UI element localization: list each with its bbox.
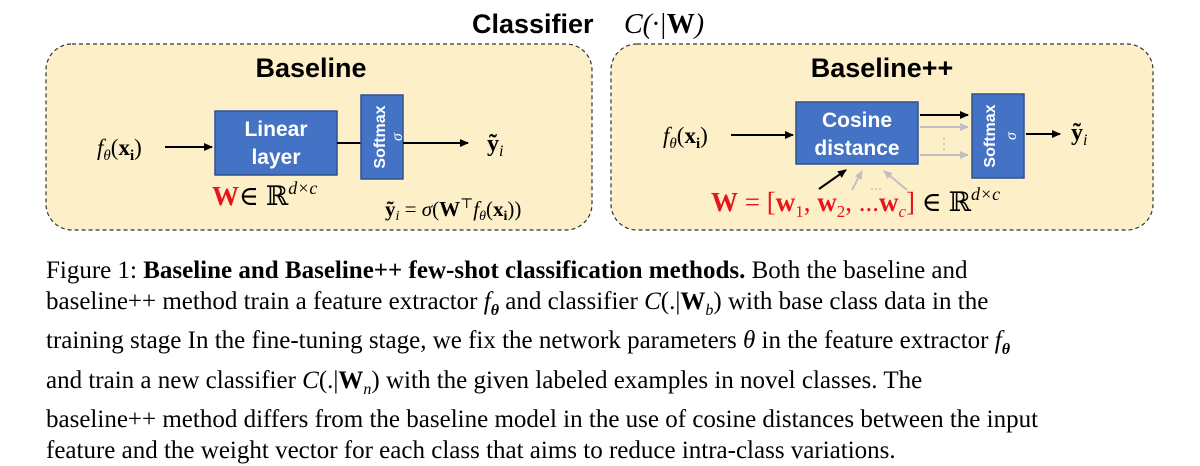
diagram-title-math: C(·|W) (624, 9, 704, 40)
baseline-output-label: ỹi (487, 131, 503, 160)
cosine-distance-label-2: distance (814, 137, 899, 160)
caption-line-5: baseline++ method differs from the basel… (46, 406, 1039, 433)
caption-line-2: baseline++ method train a feature extrac… (46, 287, 989, 319)
baseline-equation: ỹi = σ(W⊤fθ(xi)) (385, 197, 521, 224)
caption-line-3: training stage In the fine-tuning stage,… (46, 327, 1010, 358)
caption-bold-title: Baseline and Baseline++ few-shot classif… (143, 257, 746, 284)
linear-layer-block (214, 110, 338, 176)
baselinepp-softmax-label: Softmax (982, 104, 999, 167)
figure-diagram: Classifier C(·|W) Baseline fθ(xi) Linear… (45, 9, 1154, 231)
baselinepp-weight-label: W = [w1, w2, ...wc] ∈ ℝd×c (711, 184, 1000, 221)
diagram-title: Classifier (472, 9, 594, 39)
baseline-softmax-label: Softmax (372, 105, 389, 168)
weight-arrow-dots: ... (870, 177, 882, 194)
caption-line-4: and train a new classifier C(.|Wn) with … (46, 366, 923, 398)
caption-line-6: feature and the weight vector for each c… (46, 436, 896, 464)
caption-line-1: Both the baseline and (751, 257, 968, 284)
baseline-heading: Baseline (255, 53, 366, 83)
baselinepp-softmax-block (971, 93, 1025, 179)
baseline-sigma-label: σ (389, 132, 406, 141)
caption-label: Figure 1: (46, 257, 137, 284)
baselinepp-heading: Baseline++ (811, 53, 954, 83)
figure-caption: Figure 1: Baseline and Baseline++ few-sh… (46, 256, 1166, 466)
baselinepp-sigma-label: σ (1003, 131, 1020, 140)
baseline-softmax-block (360, 94, 404, 180)
cosine-output-vdots: ⋮ (936, 136, 952, 153)
cosine-distance-block (795, 101, 919, 165)
weight-arrow-gray-2 (883, 170, 908, 191)
linear-layer-label-2: layer (251, 146, 300, 169)
linear-layer-label-1: Linear (244, 118, 307, 141)
cosine-distance-label-1: Cosine (822, 109, 892, 132)
weight-arrow-gray-1 (851, 170, 863, 191)
weight-arrow-black (818, 169, 847, 190)
baselinepp-output-label: ỹi (1071, 120, 1087, 149)
baseline-weight-label: W∈ ℝd×c (212, 178, 317, 211)
